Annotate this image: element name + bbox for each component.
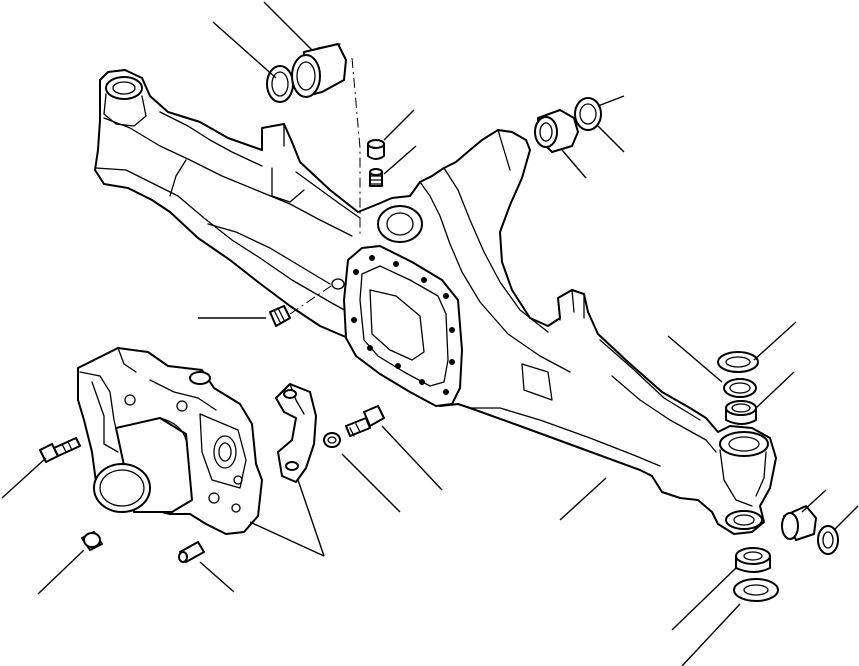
kingpin-seal (723, 378, 757, 398)
kingpin-seal-lower (735, 547, 771, 573)
kingpin-bushing (725, 400, 757, 425)
dowel-pin (178, 541, 205, 563)
leader-kingpin-washer-2 (753, 321, 797, 361)
kingpin-washer-lower (733, 578, 779, 602)
leader-bearing-cap (297, 479, 325, 557)
kingpin-washer (717, 351, 759, 373)
leader-grease-fitting-cap (383, 109, 415, 141)
housing-bolt (39, 437, 81, 463)
pivot-seal-rear (574, 97, 602, 131)
pivot-bushing-rear (534, 109, 579, 153)
leader-kingpin-washer (667, 335, 723, 383)
leader-kingpin-bushing (755, 371, 795, 409)
bearing-cap (275, 383, 317, 483)
leader-pivot-seal-rear-2 (597, 125, 625, 153)
breather-centerline (289, 283, 335, 315)
knuckle-bushing (781, 505, 817, 541)
differential-mounting-flange (331, 245, 463, 407)
leader-kingpin-seal-lower (671, 567, 737, 631)
breather-plug (269, 305, 291, 327)
leader-kingpin-washer-lower (681, 603, 741, 666)
flange-bolt-holes (351, 255, 455, 395)
grease-fitting-cap (367, 139, 385, 160)
leader-grease-fitting (383, 145, 417, 175)
reducer-housing (77, 347, 263, 535)
pivot-centerline (351, 57, 361, 234)
pivot-seal-front (266, 65, 294, 103)
leader-dowel-pin (199, 561, 235, 593)
leader-axle-housing (559, 477, 607, 521)
leader-housing-bolt (1, 457, 47, 499)
drain-plug (81, 531, 103, 551)
leader-pivot-bushing-front (263, 1, 313, 51)
knuckle-seal (817, 525, 839, 555)
cap-bolt (345, 405, 385, 437)
leader-reducer-housing (249, 521, 325, 557)
leader-cap-washer (341, 453, 401, 513)
leader-pivot-seal-front (212, 21, 277, 79)
grease-fitting (369, 168, 383, 187)
cap-washer (323, 432, 341, 448)
leader-knuckle-bushing (801, 489, 827, 513)
leader-pivot-seal-rear (597, 95, 625, 107)
leader-knuckle-seal (833, 505, 859, 531)
leader-pivot-bushing-rear (561, 149, 587, 179)
leader-cap-bolt (381, 425, 443, 491)
pivot-bushing-front (291, 43, 347, 98)
leader-drain-plug (37, 549, 85, 595)
